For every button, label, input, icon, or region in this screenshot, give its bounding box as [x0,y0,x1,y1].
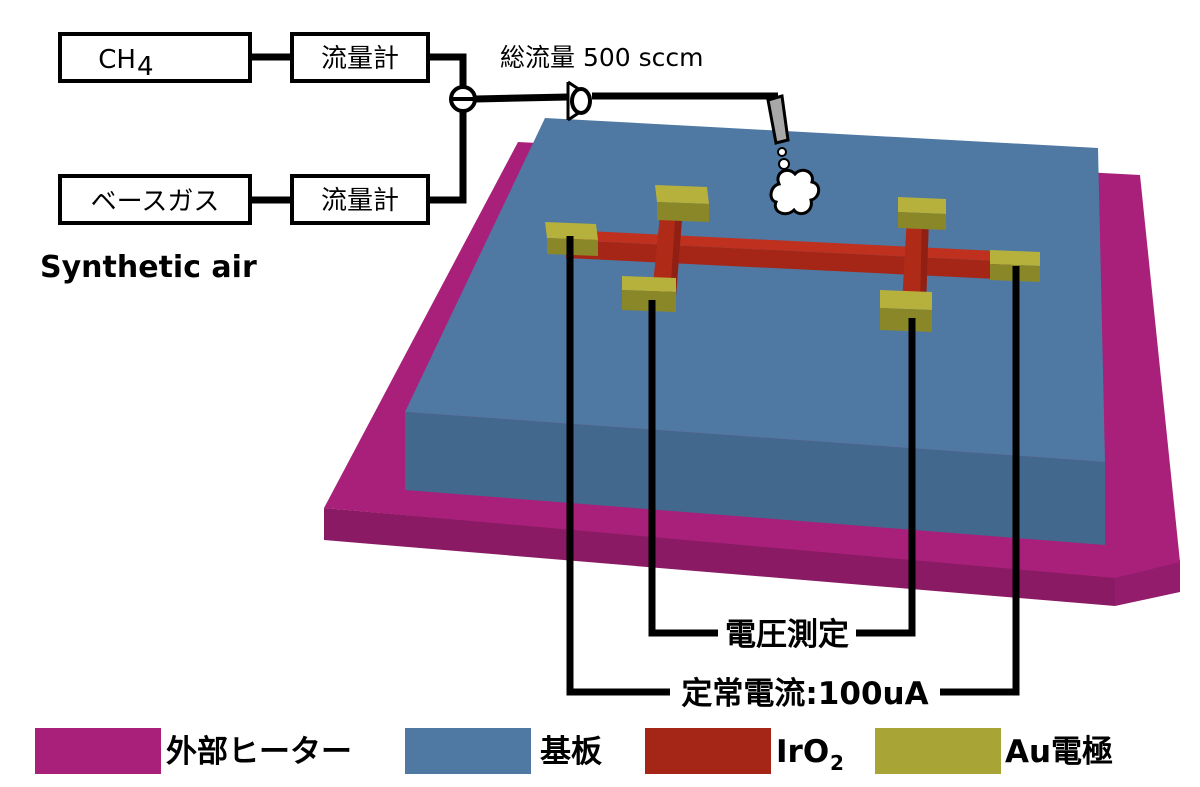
gas-piping [250,53,778,204]
gas-puff-icon [769,147,821,216]
legend-label-iro2: IrO [776,734,829,770]
heater-front-face [324,508,1115,606]
ch4-subscript: 4 [137,52,154,82]
legend-label-iro2-subscript: 2 [830,751,844,775]
valve-icon [566,80,592,122]
legend-item-au: Au電極 [875,728,1113,774]
legend-item-heater: 外部ヒーター [35,728,352,774]
legend-swatch-iro2 [645,728,771,774]
synthetic-air-caption: Synthetic air [40,250,257,285]
current-wire-left [566,236,670,696]
voltage-wire-right [856,318,916,637]
legend-label-substrate: 基板 [540,734,602,770]
iro2-left-branch-shade [670,206,683,296]
legend-item-iro2: IrO 2 [645,728,844,775]
ch4-label: CH [98,45,136,75]
legend-label-au: Au電極 [1005,734,1113,770]
legend-swatch-substrate [405,728,531,774]
voltage-measurement-label: 電圧測定 [725,617,849,653]
measurement-wiring [566,236,1020,696]
legend-label-heater: 外部ヒーター [166,734,352,770]
flow-meter-1-box: 流量計 [290,32,430,83]
ch4-source-box: CH 4 [58,32,252,83]
flow-meter-2-label: 流量計 [321,186,399,216]
pipe-junction-to-valve [475,93,569,103]
pipe-meter2-to-junction [428,112,467,204]
iro2-film [566,205,1018,305]
iro2-right-branch-shade [920,217,929,305]
base-gas-label: ベースガス [91,187,220,217]
total-flow-label: 総流量 500 sccm [500,43,703,72]
heater-right-face [1115,560,1180,606]
flow-meter-1-label: 流量計 [321,44,399,74]
substrate-front-face [405,412,1105,545]
pipe-meter1-to-junction [428,53,467,86]
legend: 外部ヒーター 基板 IrO 2 Au電極 [35,728,1113,775]
base-gas-box: ベースガス [58,174,252,225]
au-electrodes [545,185,1040,332]
au-electrode-right-bottom [880,290,932,332]
au-electrode-right-top [898,197,946,230]
voltage-wire-left [648,300,718,637]
gas-junction-icon [449,85,477,113]
legend-item-substrate: 基板 [405,728,602,774]
legend-swatch-heater [35,728,161,774]
current-wire-right [940,266,1020,696]
flow-meter-2-box: 流量計 [290,174,430,225]
constant-current-label: 定常電流:100uA [681,676,928,712]
au-electrode-left-top [655,185,709,222]
gas-nozzle-icon [766,94,790,145]
legend-swatch-au [875,728,1001,774]
